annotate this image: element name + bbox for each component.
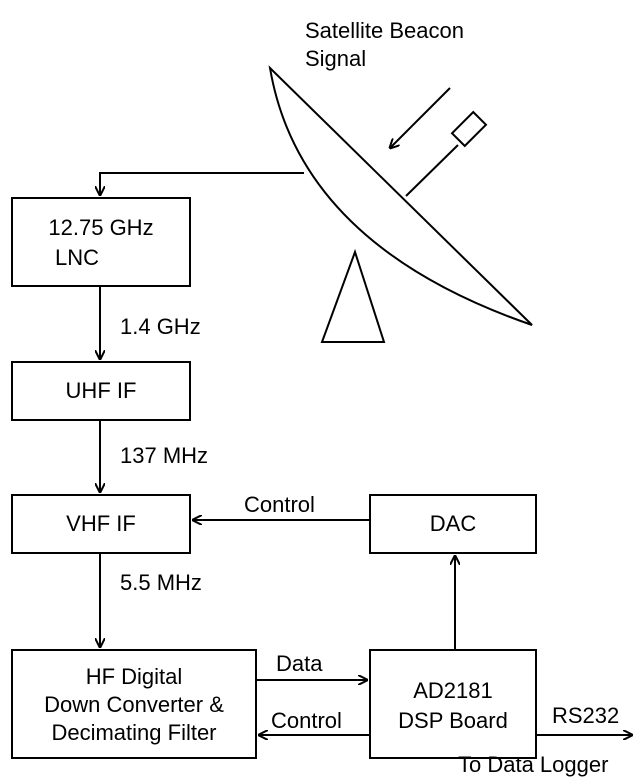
hf-ddc-block bbox=[11, 649, 257, 759]
data-label: Data bbox=[276, 651, 323, 676]
dac-label: DAC bbox=[429, 511, 477, 536]
lnc-label-line2: LNC bbox=[54, 245, 99, 270]
to-data-logger-label: To Data Logger bbox=[458, 752, 609, 777]
lnc-block bbox=[11, 197, 191, 287]
dac-block bbox=[369, 494, 537, 554]
uhf-if-block bbox=[11, 361, 191, 421]
signal-5-5mhz: 5.5 MHz bbox=[120, 570, 202, 595]
control-label-bottom: Control bbox=[271, 708, 342, 733]
dsp-label-line2: DSP Board bbox=[398, 708, 508, 733]
dsp-board-block bbox=[369, 649, 537, 759]
beacon-label-line1: Satellite Beacon bbox=[305, 18, 464, 43]
rs232-label: RS232 bbox=[552, 703, 620, 728]
hf-label-line3: Decimating Filter bbox=[51, 720, 217, 745]
uhf-if-label: UHF IF bbox=[65, 378, 137, 403]
lnc-label-line1: 12.75 GHz bbox=[48, 215, 154, 240]
vhf-if-label: VHF IF bbox=[66, 511, 136, 536]
beacon-arrow bbox=[390, 87, 451, 148]
signal-137mhz: 137 MHz bbox=[120, 443, 209, 468]
dsp-label-line1: AD2181 bbox=[413, 678, 493, 703]
beacon-label-line2: Signal bbox=[305, 46, 367, 71]
control-label-top: Control bbox=[244, 492, 315, 517]
hf-label-line2: Down Converter & bbox=[44, 692, 224, 717]
signal-1-4ghz: 1.4 GHz bbox=[120, 314, 201, 339]
satellite-dish-icon bbox=[268, 65, 533, 343]
feed-line bbox=[100, 172, 304, 195]
hf-label-line1: HF Digital bbox=[85, 664, 183, 689]
vhf-if-block bbox=[11, 494, 191, 554]
